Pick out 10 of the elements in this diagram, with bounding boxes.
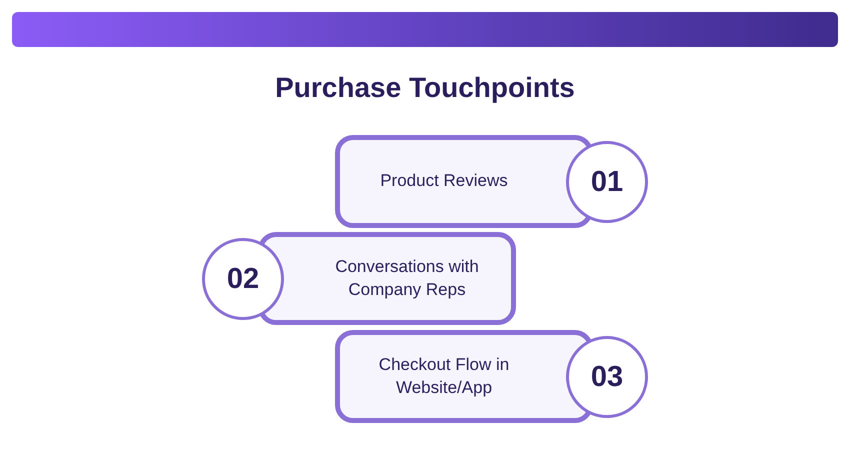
step-number: 02: [226, 262, 260, 296]
step-card: [335, 135, 593, 228]
step-number: 03: [590, 360, 624, 394]
step-text: Product Reviews: [380, 170, 508, 192]
step-text: Conversations with Company Reps: [334, 256, 480, 300]
step-number: 01: [590, 166, 624, 198]
step-text: Checkout Flow in Website/App: [378, 354, 510, 398]
step-card: [335, 330, 593, 423]
step-card: [258, 232, 516, 325]
title: Purchase Touchpoints: [274, 72, 576, 104]
